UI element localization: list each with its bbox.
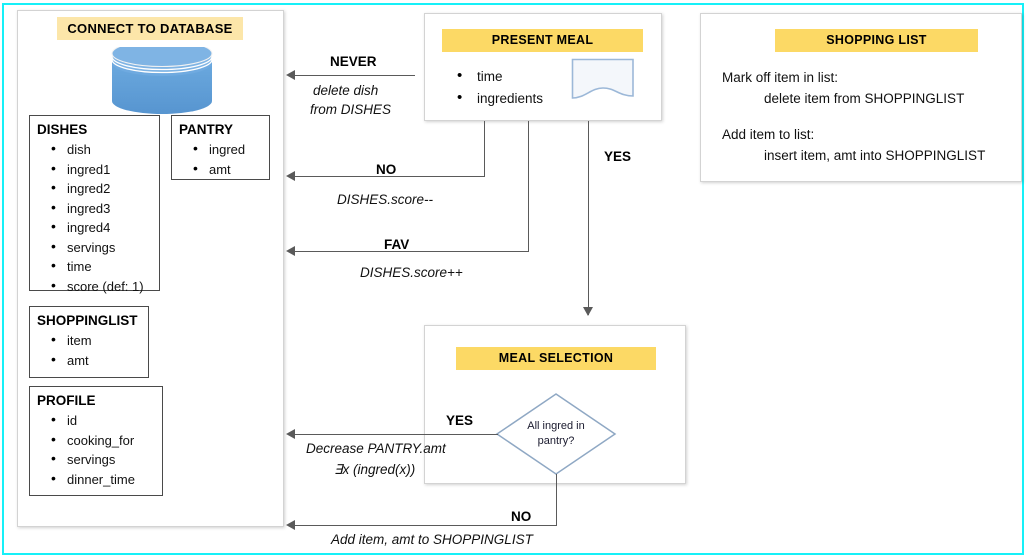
flow-yes-pantry-label: YES <box>446 413 474 428</box>
shopping-list-header: SHOPPING LIST <box>775 29 978 52</box>
table-field-list-shoppinglist: item amt <box>37 330 142 371</box>
flow-fav-action: DISHES.score++ <box>360 265 463 280</box>
document-shape-icon <box>571 58 634 99</box>
list-item: time <box>455 65 543 88</box>
list-item: ingred <box>193 139 263 160</box>
flow-no-pantry-label: NO <box>511 509 532 524</box>
flow-no-score-arrowhead <box>286 171 295 181</box>
flow-yes-down-vline <box>588 121 589 315</box>
list-item: ingredients <box>455 87 543 110</box>
flow-yes-down-arrowhead <box>583 307 593 316</box>
flow-no-score-action: DISHES.score-- <box>337 192 434 207</box>
connect-to-database-header: CONNECT TO DATABASE <box>57 17 243 40</box>
shopping-list-line-4: insert item, amt into SHOPPINGLIST <box>764 148 986 163</box>
flow-yes-down-label: YES <box>604 149 632 164</box>
shopping-list-line-1: Mark off item in list: <box>722 70 839 85</box>
list-item: servings <box>51 449 156 470</box>
table-field-list-profile: id cooking_for servings dinner_time <box>37 410 156 490</box>
list-item: dish <box>51 139 153 160</box>
outer-frame-border <box>2 3 1024 555</box>
flow-no-score-label: NO <box>376 162 397 177</box>
table-title-shoppinglist: SHOPPINGLIST <box>37 313 138 328</box>
list-item: dinner_time <box>51 469 156 490</box>
table-title-dishes: DISHES <box>37 122 88 137</box>
flow-fav-vline <box>528 121 529 251</box>
table-field-list-dishes: dish ingred1 ingred2 ingred3 ingred4 ser… <box>37 139 153 297</box>
table-box-dishes: DISHES dish ingred1 ingred2 ingred3 ingr… <box>29 115 160 295</box>
flow-fav-label: FAV <box>384 237 410 252</box>
flow-fav-line <box>291 251 529 252</box>
flow-no-pantry-action: Add item, amt to SHOPPINGLIST <box>331 532 533 547</box>
decision-label: All ingred in pantry? <box>501 419 611 449</box>
table-title-pantry: PANTRY <box>179 122 233 137</box>
list-item: score (def: 1) <box>51 276 153 297</box>
list-item: item <box>51 330 142 351</box>
flow-never-label: NEVER <box>330 54 377 69</box>
list-item: time <box>51 256 153 277</box>
flow-never-action-line1: delete dish <box>313 83 379 98</box>
flow-never-arrowhead <box>286 70 295 80</box>
table-box-pantry: PANTRY ingred amt <box>171 115 270 180</box>
table-box-profile: PROFILE id cooking_for servings dinner_t… <box>29 386 163 496</box>
list-item: id <box>51 410 156 431</box>
flow-no-pantry-arrowhead <box>286 520 295 530</box>
list-item: ingred4 <box>51 217 153 238</box>
flow-no-score-line <box>291 176 485 177</box>
flow-no-pantry-vline <box>556 474 557 525</box>
database-cylinder-icon <box>111 47 213 114</box>
list-item: ingred3 <box>51 198 153 219</box>
flow-yes-pantry-action-line2: ∃x (ingred(x)) <box>334 462 416 477</box>
shopping-list-line-3: Add item to list: <box>722 127 815 142</box>
decision-label-line2: pantry? <box>537 435 575 447</box>
flow-never-line <box>291 75 415 76</box>
meal-selection-header: MEAL SELECTION <box>456 347 656 370</box>
table-title-profile: PROFILE <box>37 393 96 408</box>
present-meal-header: PRESENT MEAL <box>442 29 643 52</box>
flow-yes-pantry-line <box>291 434 498 435</box>
present-meal-item-list: time ingredients <box>455 65 543 110</box>
decision-label-line1: All ingred in <box>527 420 585 432</box>
table-field-list-pantry: ingred amt <box>179 139 263 180</box>
flow-no-score-vline <box>484 121 485 176</box>
list-item: servings <box>51 237 153 258</box>
flow-fav-arrowhead <box>286 246 295 256</box>
list-item: ingred1 <box>51 159 153 180</box>
flow-yes-pantry-arrowhead <box>286 429 295 439</box>
table-box-shoppinglist: SHOPPINGLIST item amt <box>29 306 149 378</box>
flow-yes-pantry-action-line1: Decrease PANTRY.amt <box>306 441 446 456</box>
list-item: amt <box>193 159 263 180</box>
flow-never-action-line2: from DISHES <box>310 102 392 117</box>
list-item: cooking_for <box>51 430 156 451</box>
flow-no-pantry-line <box>291 525 557 526</box>
list-item: ingred2 <box>51 178 153 199</box>
shopping-list-line-2: delete item from SHOPPINGLIST <box>764 91 965 106</box>
list-item: amt <box>51 350 142 371</box>
